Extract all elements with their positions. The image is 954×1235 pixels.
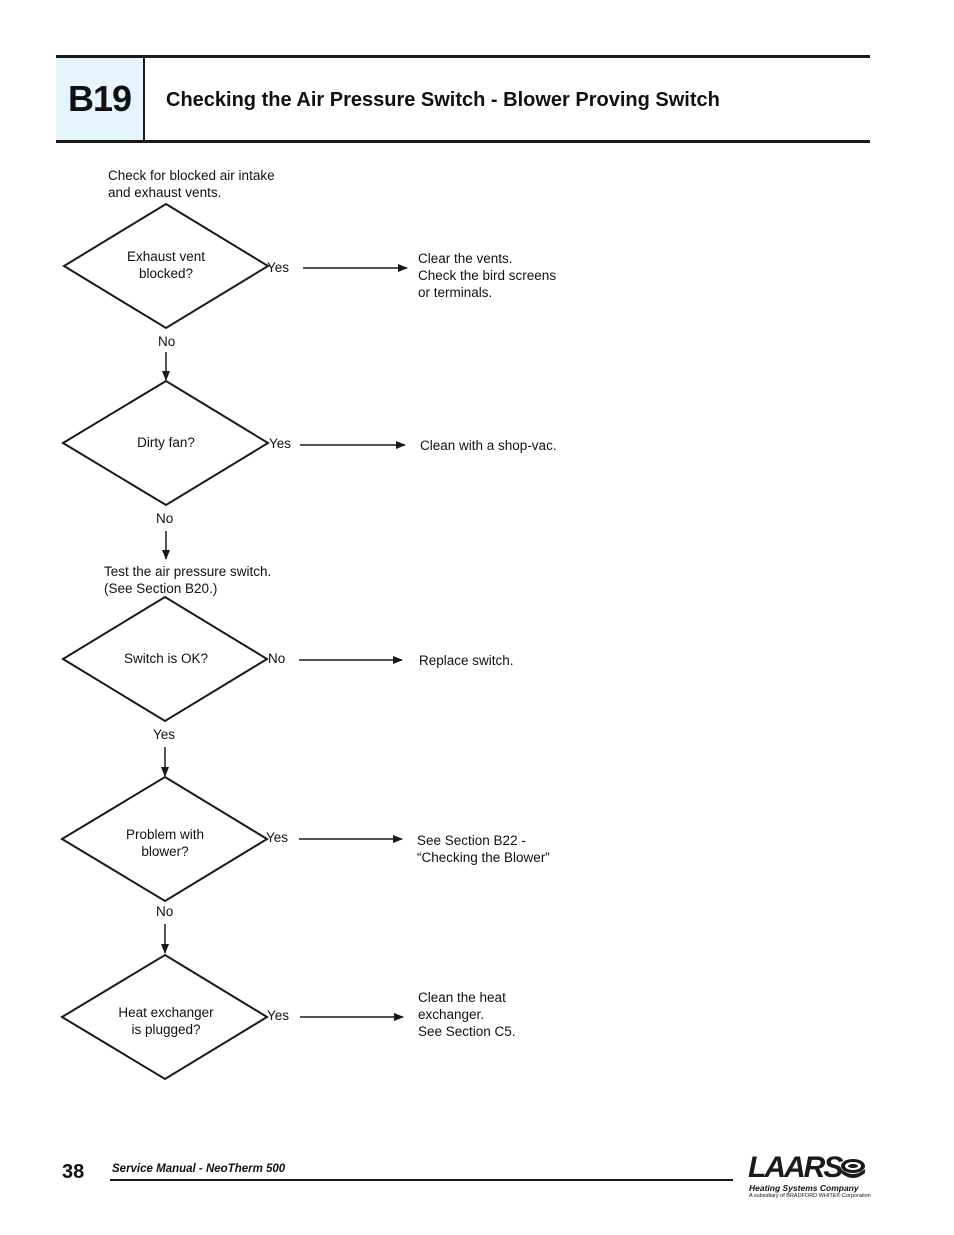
- header-bottom-rule: [56, 140, 870, 143]
- header-top-rule: [56, 55, 870, 58]
- manual-title: Service Manual - NeoTherm 500: [112, 1163, 286, 1175]
- continue-label-1: No: [158, 334, 176, 349]
- decision-question-5: Heat exchanger is plugged?: [118, 1005, 214, 1037]
- laars-swirl-icon: [841, 1159, 865, 1178]
- branch-label-4: Yes: [266, 830, 289, 845]
- branch-label-3: No: [268, 651, 286, 666]
- footer-rule: [110, 1179, 733, 1181]
- branch-label-1: Yes: [267, 260, 290, 275]
- page-number: 38: [62, 1161, 85, 1183]
- intro-text-2: Test the air pressure switch. (See Secti…: [104, 564, 272, 596]
- laars-logo: LAARS Heating Systems Company A subsidia…: [748, 1151, 871, 1202]
- decision-diamond-5: [60, 953, 269, 1081]
- decision-question-4: Problem with blower?: [125, 827, 205, 859]
- page-title: Checking the Air Pressure Switch - Blowe…: [166, 89, 720, 111]
- logo-tagline: Heating Systems Company: [749, 1183, 859, 1193]
- action-text-1: Clear the vents. Check the bird screens …: [418, 251, 557, 300]
- section-code-box: B19: [56, 58, 145, 140]
- decision-question-3: Switch is OK?: [123, 651, 209, 666]
- continue-label-2: No: [156, 511, 174, 526]
- decision-question-2: Dirty fan?: [137, 435, 195, 450]
- continue-label-3: Yes: [153, 727, 176, 742]
- decision-diamond-3: [61, 595, 269, 723]
- action-text-3: Replace switch.: [419, 653, 514, 668]
- logo-wordmark: LAARS: [748, 1151, 843, 1184]
- section-header: B19 Checking the Air Pressure Switch - B…: [56, 55, 870, 143]
- logo-subsidiary: A subsidiary of BRADFORD WHITE® Corporat…: [749, 1193, 871, 1199]
- decision-diamond-2: [61, 379, 270, 507]
- branch-label-2: Yes: [269, 436, 292, 451]
- action-text-4: See Section B22 - “Checking the Blower”: [417, 833, 550, 865]
- decision-question-1: Exhaust vent blocked?: [126, 249, 206, 281]
- decision-diamond-4: [60, 775, 269, 903]
- continue-label-4: No: [156, 904, 174, 919]
- decision-diamond-1: [62, 202, 270, 330]
- branch-label-5: Yes: [267, 1008, 290, 1023]
- action-text-2: Clean with a shop-vac.: [420, 438, 557, 453]
- intro-text-1: Check for blocked air intake and exhaust…: [108, 168, 275, 200]
- section-code: B19: [67, 78, 132, 119]
- action-text-5: Clean the heat exchanger. See Section C5…: [418, 990, 516, 1039]
